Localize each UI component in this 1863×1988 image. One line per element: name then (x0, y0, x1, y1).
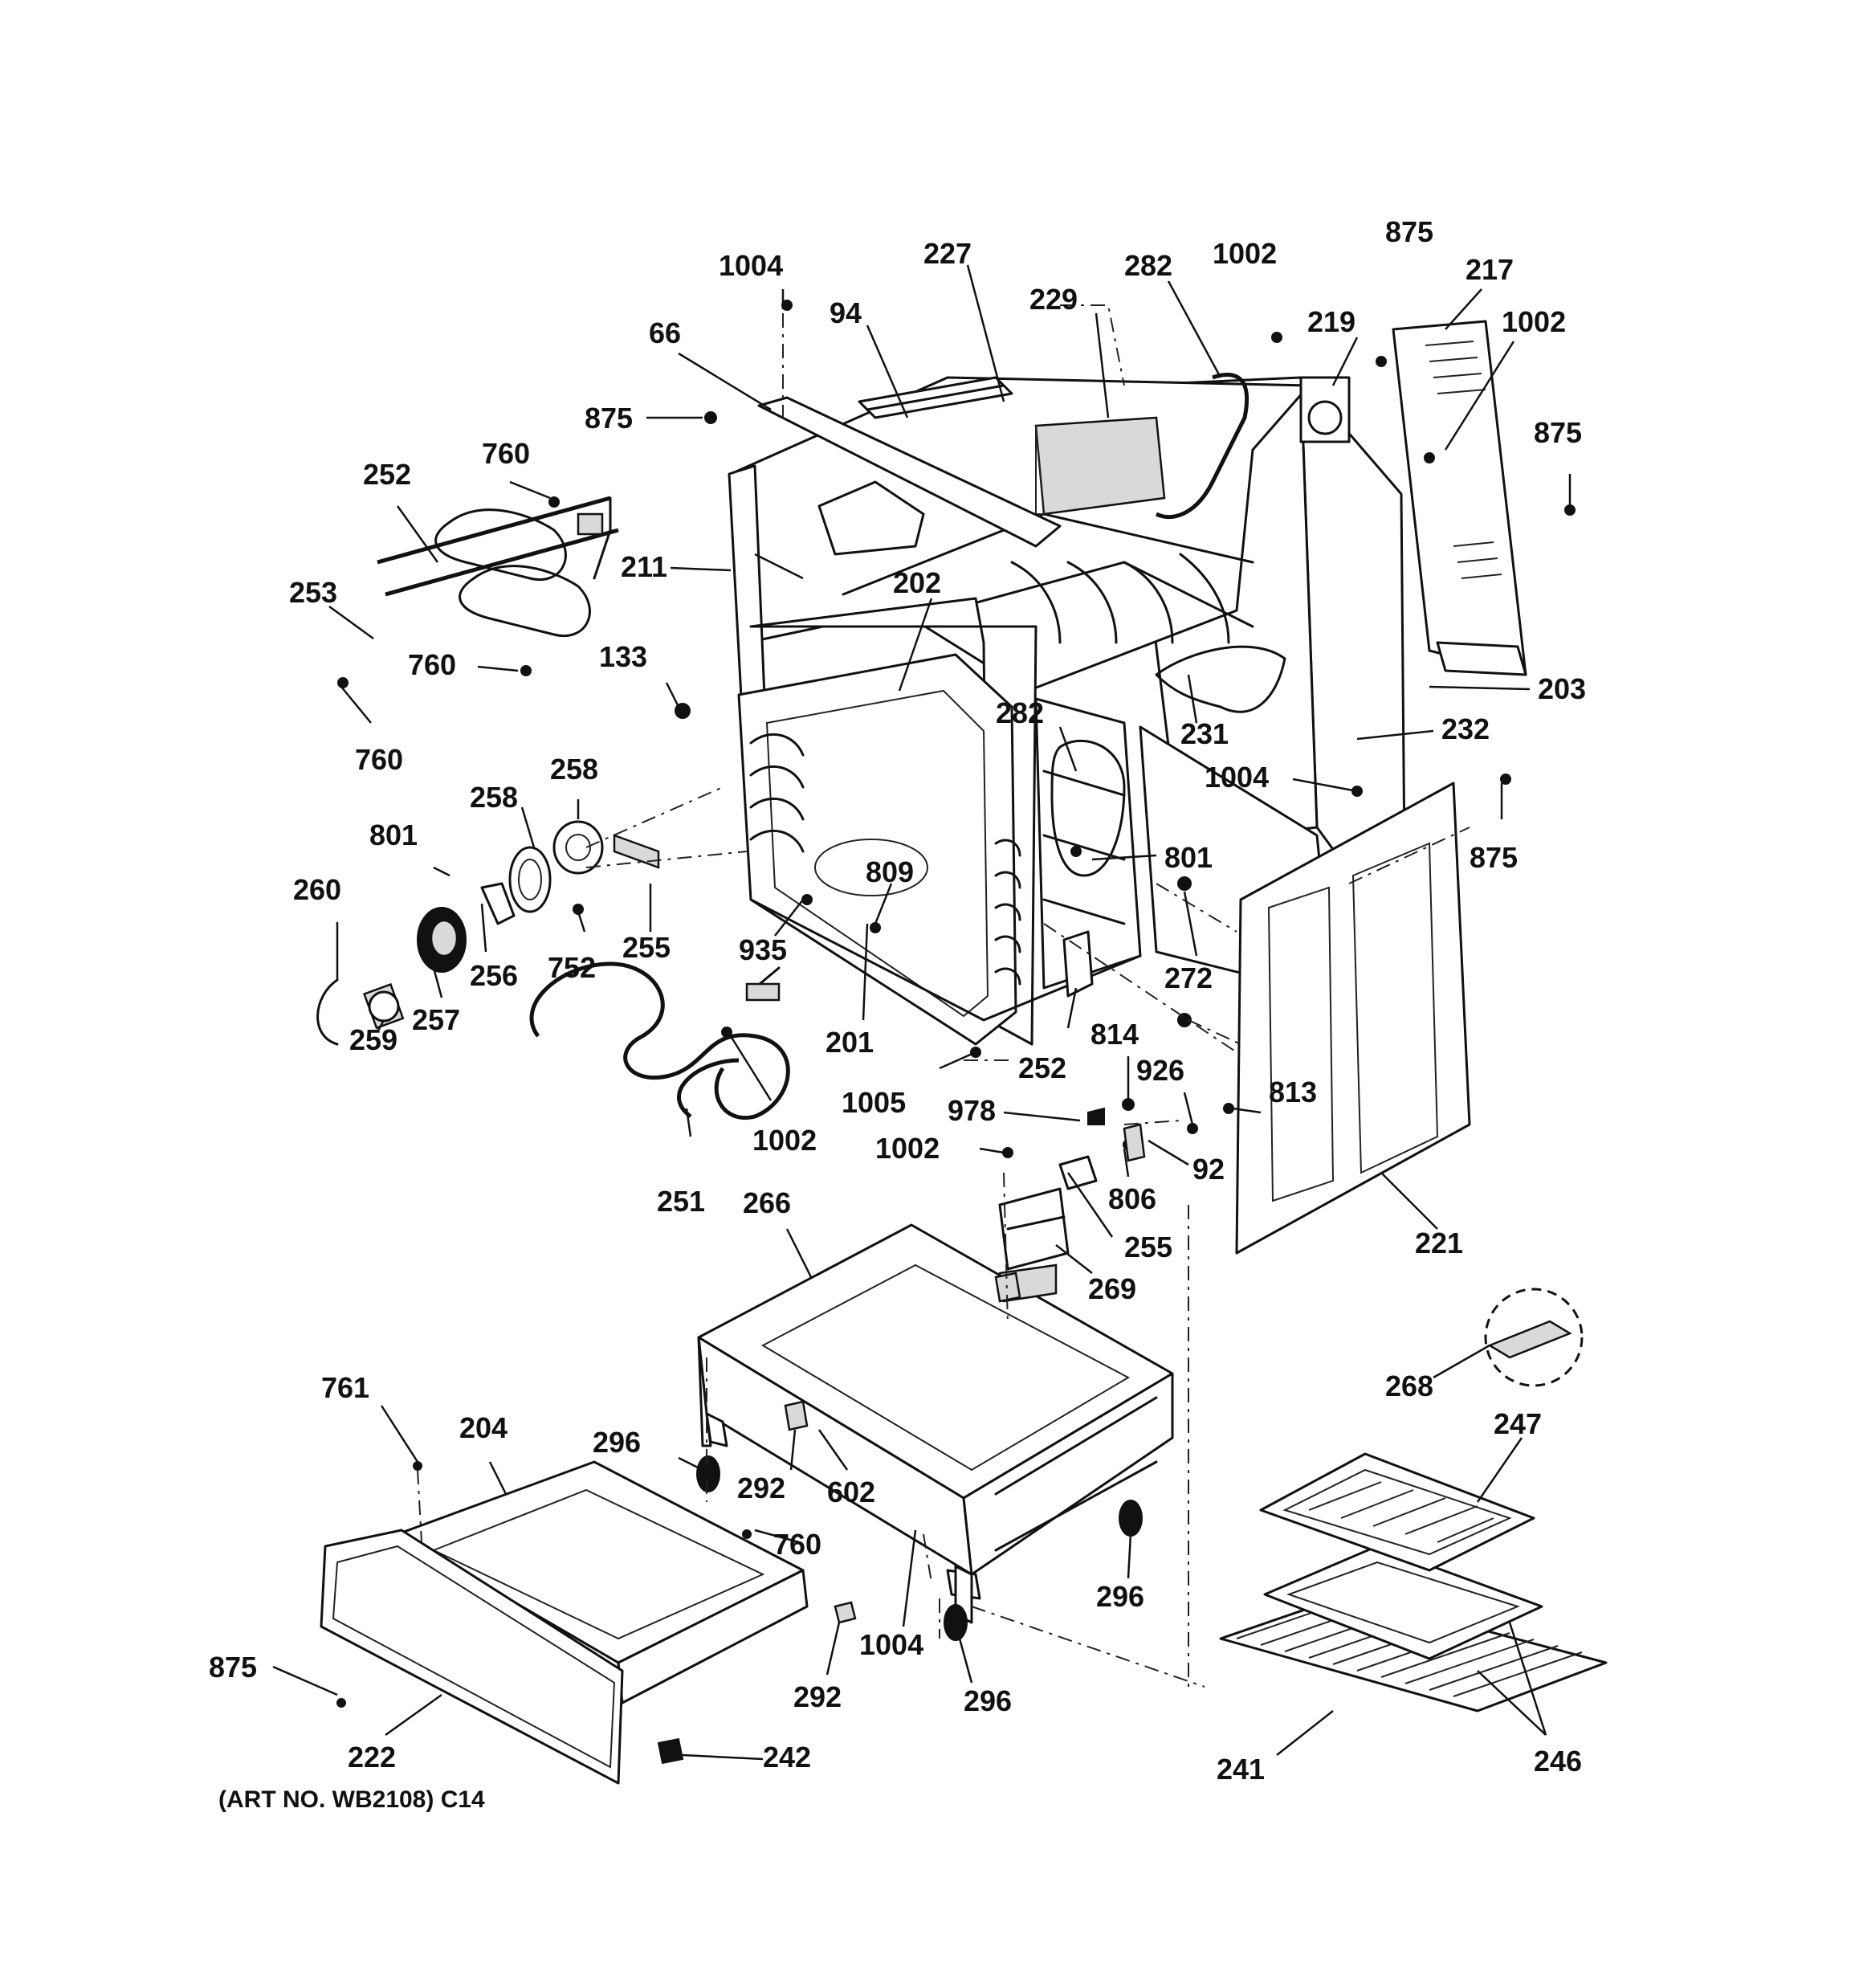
callout-1002: 1002 (1213, 237, 1277, 270)
callout-752: 752 (548, 951, 596, 984)
callout-201: 201 (826, 1026, 874, 1059)
callout-1004: 1004 (1205, 761, 1269, 794)
callout-875: 875 (585, 402, 633, 435)
callout-282: 282 (1124, 249, 1172, 282)
callout-296: 296 (964, 1684, 1012, 1717)
rear-cover-panel (1392, 320, 1527, 676)
callout-203: 203 (1538, 672, 1586, 705)
callout-875: 875 (209, 1651, 257, 1684)
callout-252: 252 (1018, 1051, 1066, 1084)
callout-231: 231 (1180, 717, 1229, 750)
callout-801: 801 (1164, 841, 1213, 874)
callout-227: 227 (923, 237, 972, 270)
callout-1004: 1004 (719, 249, 783, 282)
callout-242: 242 (763, 1741, 811, 1774)
callout-814: 814 (1090, 1018, 1139, 1051)
callout-251: 251 (657, 1185, 705, 1218)
callout-801: 801 (369, 818, 418, 851)
callout-204: 204 (459, 1411, 508, 1444)
callout-232: 232 (1441, 712, 1490, 745)
callout-1002: 1002 (1502, 305, 1566, 338)
callout-221: 221 (1415, 1227, 1463, 1259)
callout-246: 246 (1534, 1745, 1582, 1778)
callout-760: 760 (355, 743, 403, 776)
callout-260: 260 (293, 873, 341, 906)
top-rail (757, 376, 1062, 548)
callout-1002: 1002 (875, 1132, 940, 1165)
callout-256: 256 (470, 959, 518, 992)
callout-272: 272 (1164, 961, 1213, 994)
callout-268: 268 (1385, 1370, 1433, 1402)
callout-255: 255 (622, 931, 671, 964)
callout-66: 66 (649, 316, 681, 349)
callout-217: 217 (1466, 253, 1514, 286)
broiler-pan-and-rack (1219, 1452, 1608, 1712)
callout-926: 926 (1136, 1054, 1184, 1087)
broil-element (377, 496, 619, 637)
callout-1005: 1005 (842, 1086, 906, 1119)
callout-875: 875 (1534, 416, 1582, 449)
callout-202: 202 (893, 566, 941, 599)
callout-258: 258 (550, 753, 598, 786)
callout-255: 255 (1124, 1231, 1172, 1263)
leader-lines (272, 264, 1572, 1761)
callout-219: 219 (1307, 305, 1355, 338)
callout-935: 935 (739, 933, 787, 966)
side-panel (1235, 782, 1471, 1255)
callout-760: 760 (408, 648, 456, 681)
callout-211: 211 (621, 550, 667, 583)
alignment-lines (417, 304, 1470, 1688)
callout-labels: 1004 227 282 1002 875 217 229 94 66 219 … (209, 215, 1586, 1786)
callout-258: 258 (470, 781, 518, 814)
callout-92: 92 (1192, 1153, 1225, 1186)
callout-809: 809 (866, 855, 914, 888)
callout-229: 229 (1029, 283, 1078, 316)
callout-94: 94 (830, 296, 862, 329)
callout-253: 253 (289, 576, 337, 609)
callout-875: 875 (1385, 215, 1433, 248)
callout-760: 760 (482, 437, 530, 470)
callout-296: 296 (593, 1426, 641, 1459)
callout-259: 259 (349, 1023, 397, 1056)
door-hinge-parts (998, 930, 1146, 1271)
callout-760: 760 (773, 1528, 821, 1561)
callout-269: 269 (1088, 1272, 1136, 1305)
callout-978: 978 (948, 1094, 996, 1127)
callout-266: 266 (743, 1186, 791, 1219)
callout-292: 292 (793, 1680, 842, 1713)
callout-1004: 1004 (859, 1628, 923, 1661)
callout-282: 282 (996, 696, 1044, 729)
bake-element (529, 961, 790, 1120)
callout-241: 241 (1217, 1753, 1265, 1786)
callout-292: 292 (737, 1472, 785, 1504)
callout-133: 133 (599, 640, 647, 673)
callout-602: 602 (827, 1476, 875, 1508)
storage-drawer (320, 1460, 857, 1785)
callout-761: 761 (321, 1371, 369, 1404)
callout-247: 247 (1494, 1407, 1542, 1440)
callout-296: 296 (1096, 1580, 1144, 1613)
callout-813: 813 (1269, 1076, 1317, 1108)
callout-806: 806 (1108, 1182, 1156, 1215)
drawer-support-frame (696, 1223, 1174, 1641)
callout-252: 252 (363, 458, 411, 491)
lamp-assembly (316, 820, 660, 1046)
callout-875: 875 (1470, 841, 1518, 874)
callout-257: 257 (412, 1003, 460, 1036)
detail-circle (1484, 1288, 1584, 1387)
callout-222: 222 (348, 1741, 396, 1774)
art-number-caption: (ART NO. WB2108) C14 (218, 1786, 485, 1813)
callout-1002: 1002 (752, 1124, 817, 1157)
